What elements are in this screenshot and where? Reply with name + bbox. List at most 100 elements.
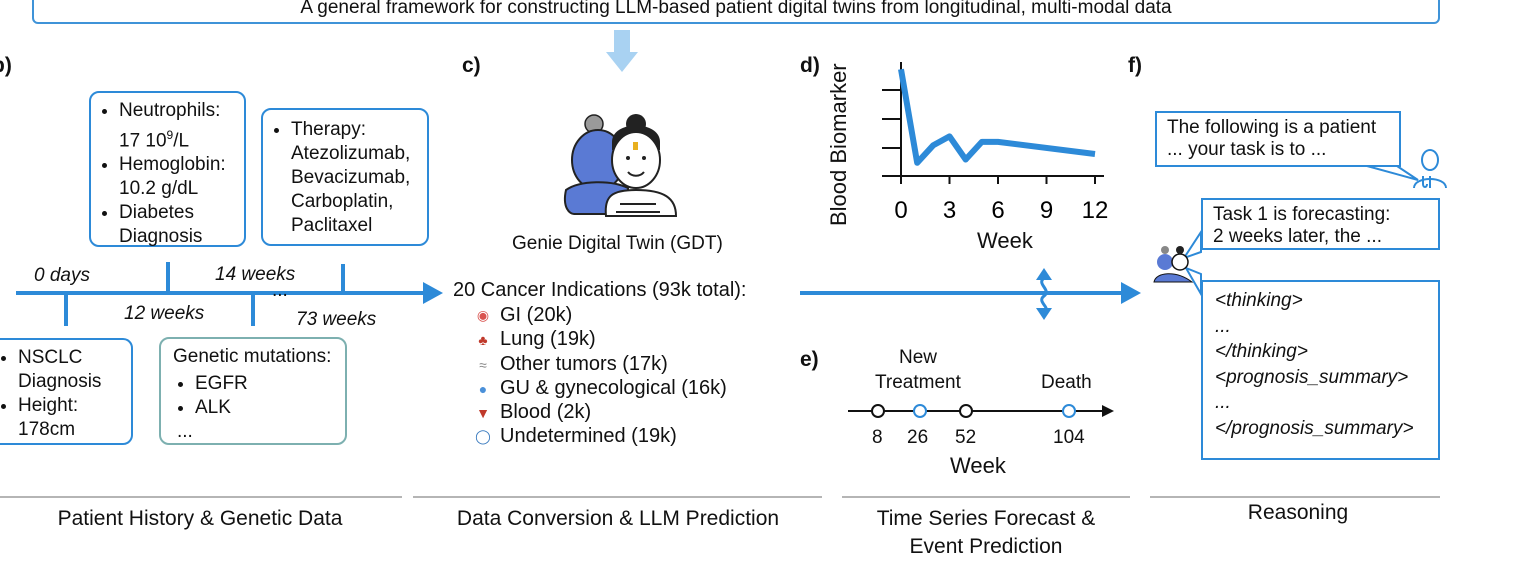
height-value: 178cm (18, 419, 76, 440)
caption-patient-history: Patient History & Genetic Data (57, 507, 343, 530)
caption-time-series-line2: Event Prediction (909, 535, 1063, 558)
prompt-bubble-tail (1366, 165, 1419, 181)
indication-row: ◯ Undetermined (19k) (474, 425, 677, 448)
event-marker-8 (871, 404, 885, 418)
event-marker-52 (959, 404, 973, 418)
event-death-label: Death (1041, 372, 1092, 393)
small-twin-icon (1153, 246, 1194, 283)
hemoglobin-label: Hemoglobin: (119, 154, 226, 176)
ribbon-icon: ≈ (479, 356, 487, 373)
therapy-drug: Carboplatin, (291, 191, 394, 212)
indication-label: GI (20k) (500, 304, 573, 326)
indication-label: Other tumors (17k) (500, 353, 668, 375)
lungs-icon: ♣ (478, 331, 488, 348)
therapy-drug: Bevacizumab, (291, 167, 411, 188)
indication-row: ◉ GI (20k) (474, 304, 572, 327)
therapy-label: Therapy: (291, 119, 366, 140)
labs-box: Neutrophils: 17 109/L Hemoglobin: 10.2 g… (89, 91, 246, 247)
response-line: ... (1215, 315, 1231, 337)
biomarker-series-line (898, 68, 1096, 166)
response-line: <prognosis_summary> (1215, 366, 1409, 388)
prompt-line: ... your task is to ... (1167, 139, 1327, 160)
prompt-line: The following is a patient (1167, 117, 1377, 138)
event-new-label: New (899, 347, 938, 368)
response-line: </prognosis_summary> (1215, 417, 1414, 439)
event-marker-104 (1062, 404, 1076, 418)
indication-label: Blood (2k) (500, 401, 592, 423)
neutrophils-exponent: 9 (166, 128, 174, 142)
response-bubble: <thinking> ... </thinking> <prognosis_su… (1201, 280, 1440, 460)
neutrophils-value: 17 10 (119, 130, 167, 152)
prediction-arrowhead (1121, 282, 1141, 304)
therapy-drug: Paclitaxel (291, 215, 373, 236)
therapy-drug: Atezolizumab, (291, 143, 411, 164)
event-tick-label: 26 (907, 427, 929, 448)
chart-x-tick-label: 6 (991, 197, 1004, 224)
timeline-label-14-weeks: 14 weeks (215, 264, 296, 285)
stomach-icon: ◉ (476, 307, 490, 323)
timeline-label-73-weeks: 73 weeks (296, 309, 377, 330)
task-line: 2 weeks later, the ... (1213, 226, 1382, 247)
genetic-title: Genetic mutations: (173, 346, 332, 367)
mutation-item: ALK (195, 396, 333, 420)
chart-x-label: Week (977, 228, 1033, 253)
indication-row: ♣ Lung (19k) (474, 328, 596, 351)
doctor-icon (1413, 149, 1447, 189)
digital-twin-icon (564, 114, 678, 217)
response-line: </thinking> (1215, 341, 1308, 362)
task-bubble: Task 1 is forecasting: 2 weeks later, th… (1201, 198, 1440, 250)
panel-label-b: b) (0, 54, 12, 77)
indication-label: Lung (19k) (500, 328, 596, 350)
neutrophils-label: Neutrophils: (119, 100, 221, 121)
panel-label-d: d) (800, 54, 820, 77)
event-tick-label: 52 (955, 427, 977, 448)
indication-row: ≈ Other tumors (17k) (474, 353, 668, 376)
caption-data-conversion: Data Conversion & LLM Prediction (456, 507, 780, 530)
caption-time-series: Time Series Forecast & Event Prediction (842, 505, 1130, 561)
response-line: ... (1215, 392, 1231, 413)
indication-row: ● GU & gynecological (16k) (474, 377, 727, 400)
event-tick-label: 104 (1053, 427, 1085, 448)
task-line: Task 1 is forecasting: (1213, 204, 1391, 225)
nsclc-label: NSCLC (18, 347, 83, 368)
genetic-box: Genetic mutations: EGFR ALK ... (159, 337, 347, 445)
framework-banner-text: A general framework for constructing LLM… (300, 0, 1172, 18)
genetic-more: ... (177, 421, 193, 442)
event-marker-26 (913, 404, 927, 418)
panel-label-f: f) (1128, 54, 1142, 77)
nsclc-label-2: Diagnosis (18, 371, 102, 392)
diabetes-label-2: Diagnosis (119, 226, 203, 248)
response-line: <thinking> (1215, 290, 1303, 311)
diagnosis-box: NSCLC Diagnosis Height: 178cm (0, 338, 133, 445)
framework-banner: A general framework for constructing LLM… (32, 0, 1440, 24)
diabetes-label: Diabetes (119, 202, 194, 224)
chart-x-tick-label: 3 (943, 197, 956, 224)
indication-label: Undetermined (19k) (500, 425, 677, 447)
therapy-box: Therapy: Atezolizumab, Bevacizumab, Carb… (261, 108, 429, 246)
chart-x-tick-label: 9 (1040, 197, 1053, 224)
height-label: Height: (18, 395, 79, 416)
hemoglobin-value: 10.2 g/dL (119, 178, 199, 200)
patient-timeline-arrowhead (423, 282, 443, 304)
event-x-label: Week (950, 453, 1006, 478)
caption-time-series-line1: Time Series Forecast & (876, 507, 1096, 530)
indications-title: 20 Cancer Indications (93k total): (453, 279, 747, 301)
panel-label-e: e) (800, 348, 819, 371)
banner-down-arrow (606, 30, 638, 72)
indication-label: GU & gynecological (16k) (500, 377, 727, 399)
digital-twin-label: Genie Digital Twin (GDT) (512, 233, 723, 254)
event-tick-label: 8 (872, 427, 883, 448)
timeline-ellipsis: ... (272, 280, 288, 301)
event-treatment-label: Treatment (875, 372, 961, 393)
mutation-item: EGFR (195, 372, 333, 396)
droplet-icon: ● (478, 380, 488, 397)
chart-x-tick-label: 12 (1082, 197, 1109, 224)
timeline-label-12-weeks: 12 weeks (124, 303, 205, 324)
blood-bag-icon: ▼ (476, 404, 490, 421)
panel-label-c: c) (462, 54, 481, 77)
globe-icon: ◯ (475, 428, 491, 444)
indication-row: ▼ Blood (2k) (474, 401, 591, 424)
caption-reasoning: Reasoning (1247, 501, 1349, 524)
